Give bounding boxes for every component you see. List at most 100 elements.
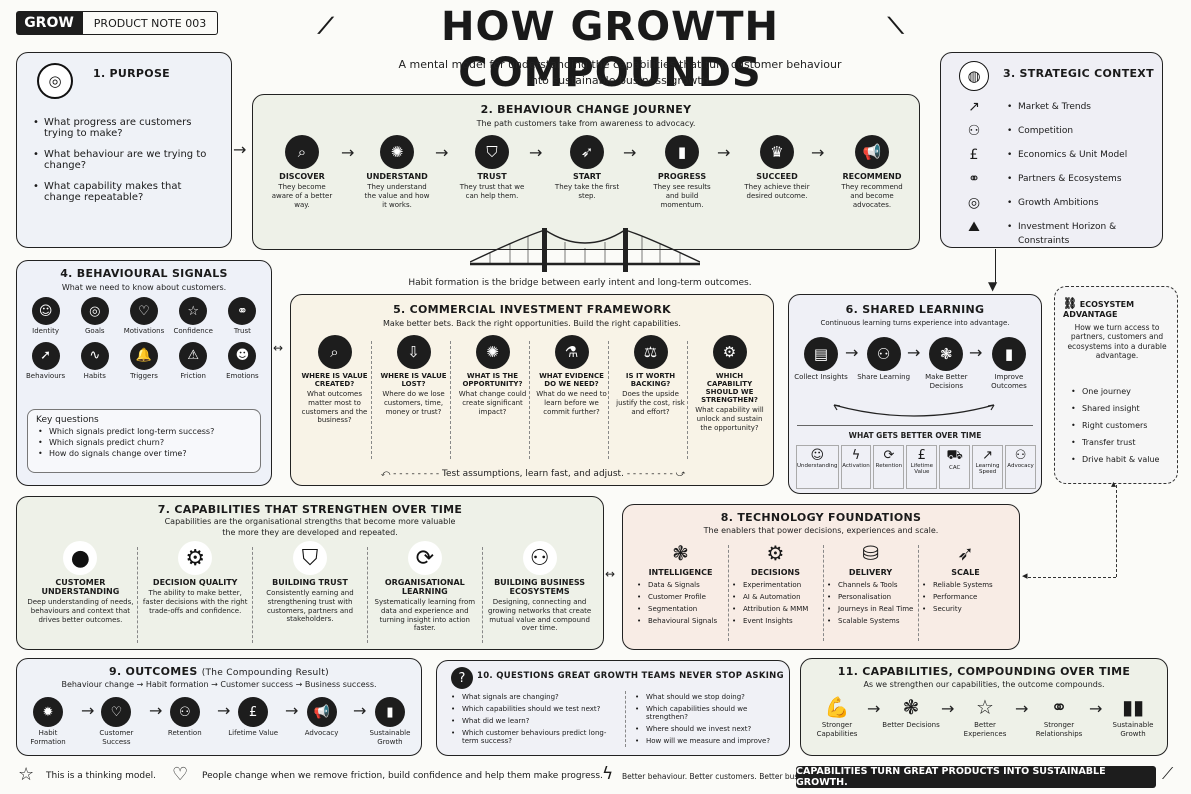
compounding-step: ☆Better Experiences	[955, 695, 1015, 739]
outcome-step: 📢Advocacy	[295, 697, 349, 747]
investment-col: ⚗WHAT EVIDENCE DO WE NEED?What do we nee…	[532, 335, 611, 432]
capability-desc: Designing, connecting and growing networ…	[487, 598, 592, 633]
signal-behaviours: ➚Behaviours	[21, 341, 70, 381]
dashed-connector	[1028, 577, 1116, 578]
ecosystem-title: ECOSYSTEM ADVANTAGE	[1063, 300, 1135, 319]
footer-spark-icon: ⟋	[1162, 764, 1174, 783]
outcome-label: Lifetime Value	[228, 729, 279, 737]
signal-label: Behaviours	[26, 371, 66, 380]
search-icon: ⌕	[285, 135, 319, 169]
outcome-label: Retention	[167, 729, 202, 737]
outcome-step: ▮Sustainable Growth	[363, 697, 417, 747]
bar-chart-icon: ▮	[991, 337, 1026, 371]
pound-icon: £	[969, 147, 979, 163]
tech-label: SCALE	[951, 568, 980, 577]
signal-confidence: ☆Confidence	[169, 297, 218, 336]
refresh-icon: ⟳	[407, 541, 442, 575]
divider	[823, 545, 824, 641]
tech-item: AI & Automation	[732, 593, 819, 601]
investment-col: ✺WHAT IS THE OPPORTUNITY?What change cou…	[453, 335, 532, 432]
purpose-item: What behaviour are we trying to change?	[33, 149, 213, 171]
arrow-left-icon: ◂	[1022, 569, 1028, 582]
step-label: PROGRESS	[657, 172, 707, 181]
outcome-step: ✹Habit Formation	[21, 697, 75, 747]
rocket-icon: ➶	[570, 135, 604, 169]
megaphone-icon: 📢	[306, 697, 337, 727]
metric-label: Lifetime Value	[910, 463, 933, 475]
link-icon: ⛓	[1063, 297, 1077, 310]
team-icon: ⚇	[169, 697, 200, 727]
tech-list: Channels & ToolsPersonalisationJourneys …	[827, 581, 914, 625]
tech-item: Performance	[922, 593, 1009, 601]
journey-subtitle: The path customers take from awareness t…	[476, 119, 696, 128]
handshake-icon: ⚭	[968, 171, 980, 187]
context-item: Growth Ambitions	[1007, 191, 1157, 215]
brain-icon: ❃	[929, 337, 964, 371]
dashed-connector	[1116, 485, 1117, 577]
target-icon: ◎	[37, 63, 73, 99]
star-icon: ☆	[976, 695, 994, 719]
compounding-steps: 💪Stronger Capabilities ❃Better Decisions…	[807, 695, 1163, 739]
context-item: Market & Trends	[1007, 95, 1157, 119]
purpose-title: 1. PURPOSE	[93, 67, 170, 80]
step-label: TRUST	[477, 172, 507, 181]
outcomes-steps: ✹Habit Formation ♡Customer Success ⚇ Rete…	[21, 697, 417, 747]
signal-label: Goals	[84, 327, 105, 335]
key-questions-list: Which signals predict long-term success?…	[38, 427, 260, 458]
question-item: Which capabilities should we strengthen?	[635, 705, 785, 721]
arrow-right-icon: →	[353, 701, 367, 720]
arrow-right-icon: →	[233, 140, 247, 159]
tech-item: Event Insights	[732, 617, 819, 625]
arrow-up-icon: ▴	[1111, 479, 1117, 490]
tech-list: Data & SignalsCustomer ProfileSegmentati…	[637, 581, 724, 625]
capability-desc: The ability to make better, faster decis…	[142, 589, 248, 615]
ecosystem-subtitle: How we turn access to partners, customer…	[1067, 323, 1167, 361]
down-arrow-icon: ⇩	[396, 335, 431, 369]
outcome-step: ♡Customer Success	[89, 697, 143, 747]
arrow-right-icon: →	[341, 143, 355, 162]
pound-icon: £	[917, 448, 926, 463]
people-icon: ⚇	[1014, 448, 1027, 463]
people-icon: ⚇	[967, 123, 981, 139]
outcome-label: Customer Success	[99, 729, 134, 746]
signal-habits: ∿Habits	[70, 341, 119, 381]
target-icon: ◎	[80, 297, 109, 325]
investment-cols: ⌕WHERE IS VALUE CREATED?What outcomes ma…	[295, 335, 769, 432]
ecosystem-title-row: ⛓ ECOSYSTEM ADVANTAGE	[1063, 297, 1177, 319]
ecosystem-panel: ⛓ ECOSYSTEM ADVANTAGE How we turn access…	[1054, 286, 1178, 484]
metric: £Lifetime Value	[906, 445, 938, 489]
brand-badge: GROW	[16, 11, 82, 35]
outcomes-title: 9. OUTCOMES	[108, 665, 198, 678]
context-list: Market & Trends Competition Economics & …	[1007, 95, 1157, 248]
signals-panel: 4. BEHAVIOURAL SIGNALS What we need to k…	[16, 260, 272, 486]
step-desc: They trust that we can help them.	[459, 183, 525, 200]
target-icon: ◎	[967, 195, 981, 211]
capability-desc: Systematically learning from data and ex…	[374, 598, 476, 633]
title-spark-right: ⟍	[888, 14, 904, 39]
brain-icon: ❃	[902, 695, 920, 719]
sun-icon: ✹	[33, 697, 63, 727]
tech-cols: ❃INTELLIGENCE Data & SignalsCustomer Pro…	[633, 541, 1013, 629]
purpose-list: What progress are customers trying to ma…	[33, 107, 213, 213]
outcomes-panel: 9. OUTCOMES (The Compounding Result) Beh…	[16, 658, 422, 756]
learning-title: 6. SHARED LEARNING	[845, 303, 985, 316]
compounding-label: Stronger Capabilities	[816, 721, 858, 738]
purpose-item: What capability makes that change repeat…	[33, 181, 213, 203]
journey-title: 2. BEHAVIOUR CHANGE JOURNEY	[480, 103, 692, 116]
signal-trust: ⚭Trust	[218, 297, 267, 336]
divider	[608, 341, 609, 459]
learning-step: ⚇Share Learning	[856, 337, 912, 391]
footer-text-2: People change when we remove friction, b…	[202, 771, 603, 781]
learning-step-label: Share Learning	[857, 373, 911, 381]
outcomes-title-row: 9. OUTCOMES (The Compounding Result)	[17, 665, 421, 678]
bolt-icon: ϟ	[851, 448, 861, 463]
lightbulb-icon: ✺	[380, 135, 414, 169]
signal-label: Emotions	[226, 371, 259, 380]
key-question: Which signals predict churn?	[38, 438, 260, 447]
